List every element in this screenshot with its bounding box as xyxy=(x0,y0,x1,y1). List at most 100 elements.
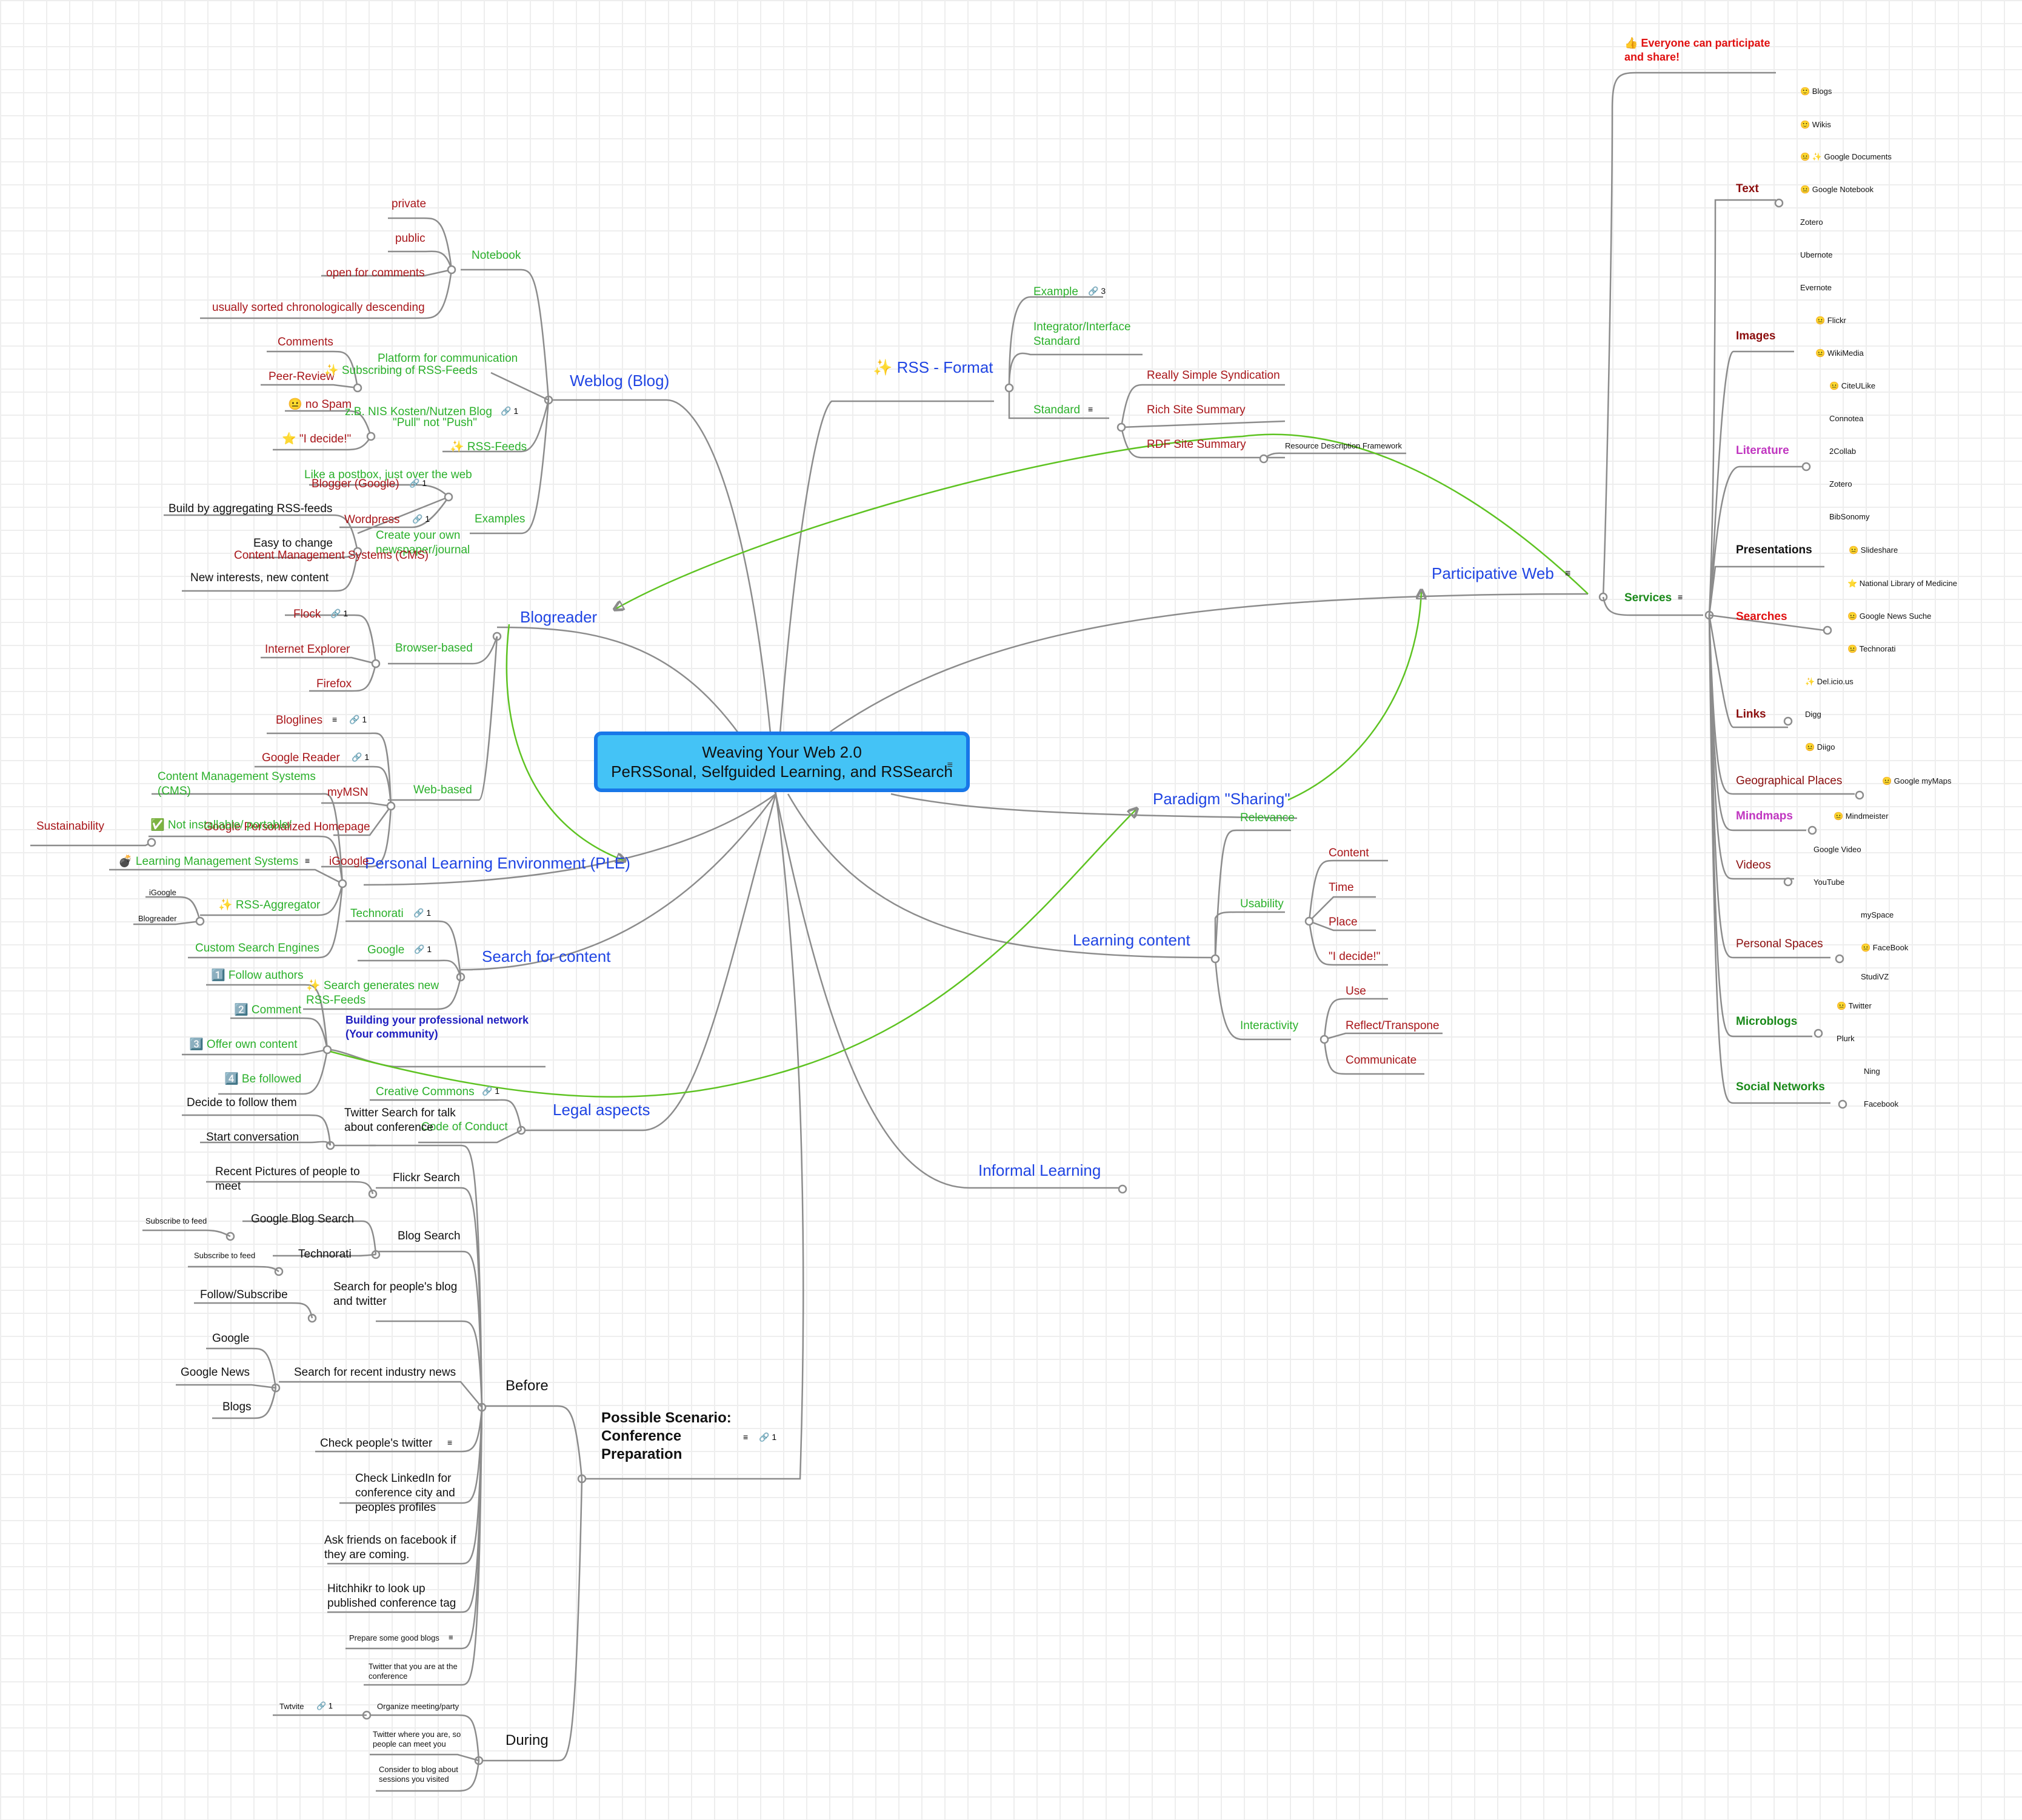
ple-sustainability[interactable]: Sustainability xyxy=(36,820,104,833)
searches-item-google-news[interactable]: 😐 Google News Suche xyxy=(1847,612,1932,621)
branch-participative-web[interactable]: Participative Web xyxy=(1432,564,1554,582)
links-item-digg[interactable]: Digg xyxy=(1805,710,1821,719)
weblog-subscribing[interactable]: ✨ Subscribing of RSS-Feeds xyxy=(324,364,478,377)
interactivity-reflect[interactable]: Reflect/Transpone xyxy=(1346,1019,1440,1032)
scenario-before[interactable]: Before xyxy=(506,1378,549,1394)
links-item-diigo[interactable]: 😐 Diigo xyxy=(1805,742,1835,752)
before-subscribe-feed-1[interactable]: Subscribe to feed xyxy=(145,1216,207,1225)
weblog-create-own[interactable]: Create your own newspaper/journal xyxy=(376,529,470,556)
service-images[interactable]: Images xyxy=(1736,330,1776,342)
presentations-item-slideshare[interactable]: 😐 Slideshare xyxy=(1849,545,1898,555)
service-microblogs[interactable]: Microblogs xyxy=(1736,1015,1798,1028)
before-technorati[interactable]: Technorati xyxy=(298,1248,352,1261)
personal-item-facebook[interactable]: 😐 FaceBook xyxy=(1861,943,1909,952)
branch-legal-aspects[interactable]: Legal aspects xyxy=(553,1101,650,1119)
microblogs-item-twitter[interactable]: 😐 Twitter xyxy=(1837,1001,1872,1010)
text-item-google-notebook[interactable]: 😐 Google Notebook xyxy=(1800,185,1874,194)
before-start-conversation[interactable]: Start conversation xyxy=(206,1131,299,1144)
text-item-ubernote[interactable]: Ubernote xyxy=(1800,250,1833,259)
geo-item-mymaps[interactable]: 😐 Google myMaps xyxy=(1882,776,1952,785)
search-generates-feeds[interactable]: ✨ Search generates new RSS-Feeds xyxy=(306,979,439,1007)
browser-firefox[interactable]: Firefox xyxy=(316,678,352,690)
web-bloglines[interactable]: Bloglines xyxy=(276,714,323,727)
weblog-postbox[interactable]: Like a postbox, just over the web xyxy=(304,468,472,481)
rss-really-simple[interactable]: Really Simple Syndication xyxy=(1147,369,1280,382)
before-decide-follow[interactable]: Decide to follow them xyxy=(187,1096,297,1109)
weblog-zb-nis[interactable]: z.B. NIS Kosten/Nutzen Blog xyxy=(345,405,492,418)
industry-blogs[interactable]: Blogs xyxy=(222,1401,252,1413)
branch-search-content[interactable]: Search for content xyxy=(482,947,611,965)
during-twitter-where[interactable]: Twitter where you are, so people can mee… xyxy=(373,1730,461,1749)
mindmaps-item-mindmeister[interactable]: 😐 Mindmeister xyxy=(1833,812,1889,821)
literature-item-citeulike[interactable]: 😐 CiteULike xyxy=(1829,381,1876,390)
literature-item-connotea[interactable]: Connotea xyxy=(1829,414,1864,423)
services-node[interactable]: Services xyxy=(1624,592,1672,604)
root-topic[interactable]: Weaving Your Web 2.0 PeRSSonal, Selfguid… xyxy=(594,732,970,792)
before-twitter-search[interactable]: Twitter Search for talk about conference xyxy=(344,1107,456,1134)
interactivity-communicate[interactable]: Communicate xyxy=(1346,1054,1417,1067)
service-videos[interactable]: Videos xyxy=(1736,859,1771,872)
service-links[interactable]: Links xyxy=(1736,708,1766,721)
text-item-blogs[interactable]: 🙂 Blogs xyxy=(1800,87,1832,96)
web-mymsn[interactable]: myMSN xyxy=(327,786,369,799)
platform-comments[interactable]: Comments xyxy=(278,336,333,348)
before-blog-search[interactable]: Blog Search xyxy=(398,1230,461,1242)
blogreader-browser-based[interactable]: Browser-based xyxy=(395,642,473,655)
before-ask-friends[interactable]: Ask friends on facebook if they are comi… xyxy=(324,1534,456,1561)
weblog-no-spam[interactable]: 😐 no Spam xyxy=(288,398,352,411)
personal-item-studivz[interactable]: StudiVZ xyxy=(1861,972,1889,981)
browser-ie[interactable]: Internet Explorer xyxy=(265,643,350,656)
before-follow-subscribe[interactable]: Follow/Subscribe xyxy=(200,1288,288,1301)
scenario-during[interactable]: During xyxy=(506,1732,549,1748)
learning-usability[interactable]: Usability xyxy=(1240,898,1284,910)
service-literature[interactable]: Literature xyxy=(1736,444,1789,457)
interactivity-use[interactable]: Use xyxy=(1346,985,1366,998)
images-item-wikimedia[interactable]: 😐 WikiMedia xyxy=(1815,348,1864,358)
weblog-cms[interactable]: Content Management Systems (CMS) xyxy=(234,549,429,562)
searches-item-technorati[interactable]: 😐 Technorati xyxy=(1847,644,1896,653)
personal-item-myspace[interactable]: mySpace xyxy=(1861,910,1894,919)
before-hitchhikr[interactable]: Hitchhikr to look up published conferenc… xyxy=(327,1582,456,1610)
text-item-zotero[interactable]: Zotero xyxy=(1800,218,1823,227)
text-item-evernote[interactable]: Evernote xyxy=(1800,283,1832,292)
legal-creative-commons[interactable]: Creative Commons xyxy=(376,1085,475,1098)
learning-interactivity[interactable]: Interactivity xyxy=(1240,1019,1299,1032)
search-google[interactable]: Google xyxy=(367,944,405,956)
literature-item-2collab[interactable]: 2Collab xyxy=(1829,447,1857,456)
web-google-personalized[interactable]: Google Personalized Homepage xyxy=(204,821,370,833)
branch-blogreader[interactable]: Blogreader xyxy=(520,608,598,626)
usability-place[interactable]: Place xyxy=(1329,916,1358,928)
service-text[interactable]: Text xyxy=(1736,182,1759,195)
ple-not-installable[interactable]: ✅ Not installable/ portable/ xyxy=(150,819,292,832)
before-industry-news[interactable]: Search for recent industry news xyxy=(294,1366,456,1379)
weblog-i-decide[interactable]: ⭐ "I decide!" xyxy=(282,433,352,445)
weblog-rss-feeds[interactable]: ✨ RSS-Feeds xyxy=(450,441,527,453)
during-consider-blog[interactable]: Consider to blog about sessions you visi… xyxy=(379,1765,458,1784)
aggregator-igoogle[interactable]: iGoogle xyxy=(149,888,176,897)
network-comment[interactable]: 2️⃣ Comment xyxy=(234,1004,302,1016)
rss-rich-site[interactable]: Rich Site Summary xyxy=(1147,404,1246,416)
rss-example[interactable]: Example xyxy=(1033,285,1078,298)
rss-integrator[interactable]: Integrator/Interface Standard xyxy=(1033,321,1131,348)
notebook-sorted[interactable]: usually sorted chronologically descendin… xyxy=(212,301,425,314)
before-google-blog[interactable]: Google Blog Search xyxy=(251,1213,355,1225)
microblogs-item-plurk[interactable]: Plurk xyxy=(1837,1034,1855,1043)
social-item-ning[interactable]: Ning xyxy=(1864,1067,1880,1076)
learning-relevance[interactable]: Relevance xyxy=(1240,812,1295,824)
ple-lms[interactable]: 💣 Learning Management Systems xyxy=(118,855,299,868)
ple-rss-aggregator[interactable]: ✨ RSS-Aggregator xyxy=(218,899,321,912)
branch-possible-scenario[interactable]: Possible Scenario: Conference Preparatio… xyxy=(601,1410,732,1462)
before-search-people[interactable]: Search for people's blog and twitter xyxy=(333,1281,458,1308)
during-organize[interactable]: Organize meeting/party xyxy=(377,1702,459,1711)
literature-item-bibsonomy[interactable]: BibSonomy xyxy=(1829,512,1870,521)
weblog-platform[interactable]: Platform for communication xyxy=(378,352,518,365)
browser-flock[interactable]: Flock xyxy=(293,608,321,621)
network-be-followed[interactable]: 4️⃣ Be followed xyxy=(224,1073,302,1085)
examples-blogger[interactable]: Blogger (Google) xyxy=(312,478,399,490)
network-title[interactable]: Building your professional network (Your… xyxy=(345,1014,529,1040)
weblog-build-aggregating[interactable]: Build by aggregating RSS-feeds xyxy=(168,502,333,515)
service-searches[interactable]: Searches xyxy=(1736,610,1787,623)
service-geo[interactable]: Geographical Places xyxy=(1736,775,1843,787)
images-item-flickr[interactable]: 😐 Flickr xyxy=(1815,316,1846,325)
usability-content[interactable]: Content xyxy=(1329,847,1369,859)
